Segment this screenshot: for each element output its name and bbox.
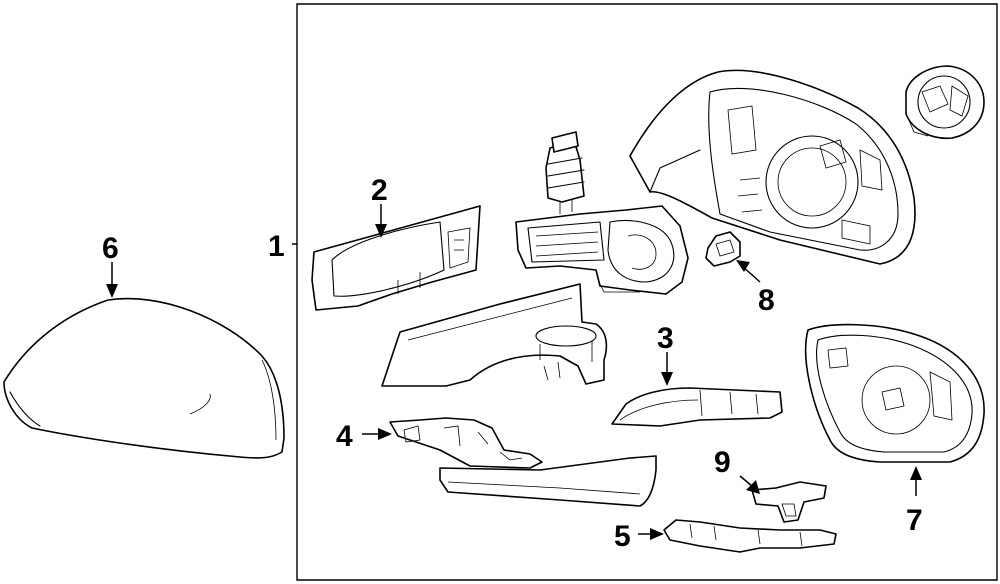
part-4-bracket[interactable]	[389, 417, 543, 469]
actuator-assembly[interactable]	[515, 205, 689, 295]
callout-1: 1	[268, 230, 285, 263]
mirror-base[interactable]	[381, 283, 608, 387]
part-6-cover-cap[interactable]	[3, 297, 285, 459]
callout-8: 8	[758, 284, 775, 317]
leader-lines	[106, 204, 922, 540]
lower-cover[interactable]	[439, 455, 657, 507]
part-3-trim-strip[interactable]	[611, 387, 783, 427]
part-8-small-bracket[interactable]	[705, 231, 741, 267]
connector-plug[interactable]	[545, 131, 585, 214]
callout-2: 2	[371, 174, 388, 207]
assembly-frame	[296, 3, 998, 581]
callout-5: 5	[614, 520, 631, 553]
callout-6: 6	[102, 232, 119, 265]
part-2-upper-cover[interactable]	[311, 205, 481, 311]
callout-7: 7	[906, 504, 923, 537]
part-7-mirror-glass[interactable]	[804, 323, 985, 463]
callout-3: 3	[657, 322, 674, 355]
part-5-bottom-strip[interactable]	[663, 519, 837, 553]
callout-9: 9	[714, 446, 731, 479]
callout-4: 4	[336, 420, 353, 453]
part-9-clip[interactable]	[751, 481, 827, 523]
mirror-housing[interactable]	[629, 69, 916, 265]
motor-unit[interactable]	[905, 65, 985, 139]
